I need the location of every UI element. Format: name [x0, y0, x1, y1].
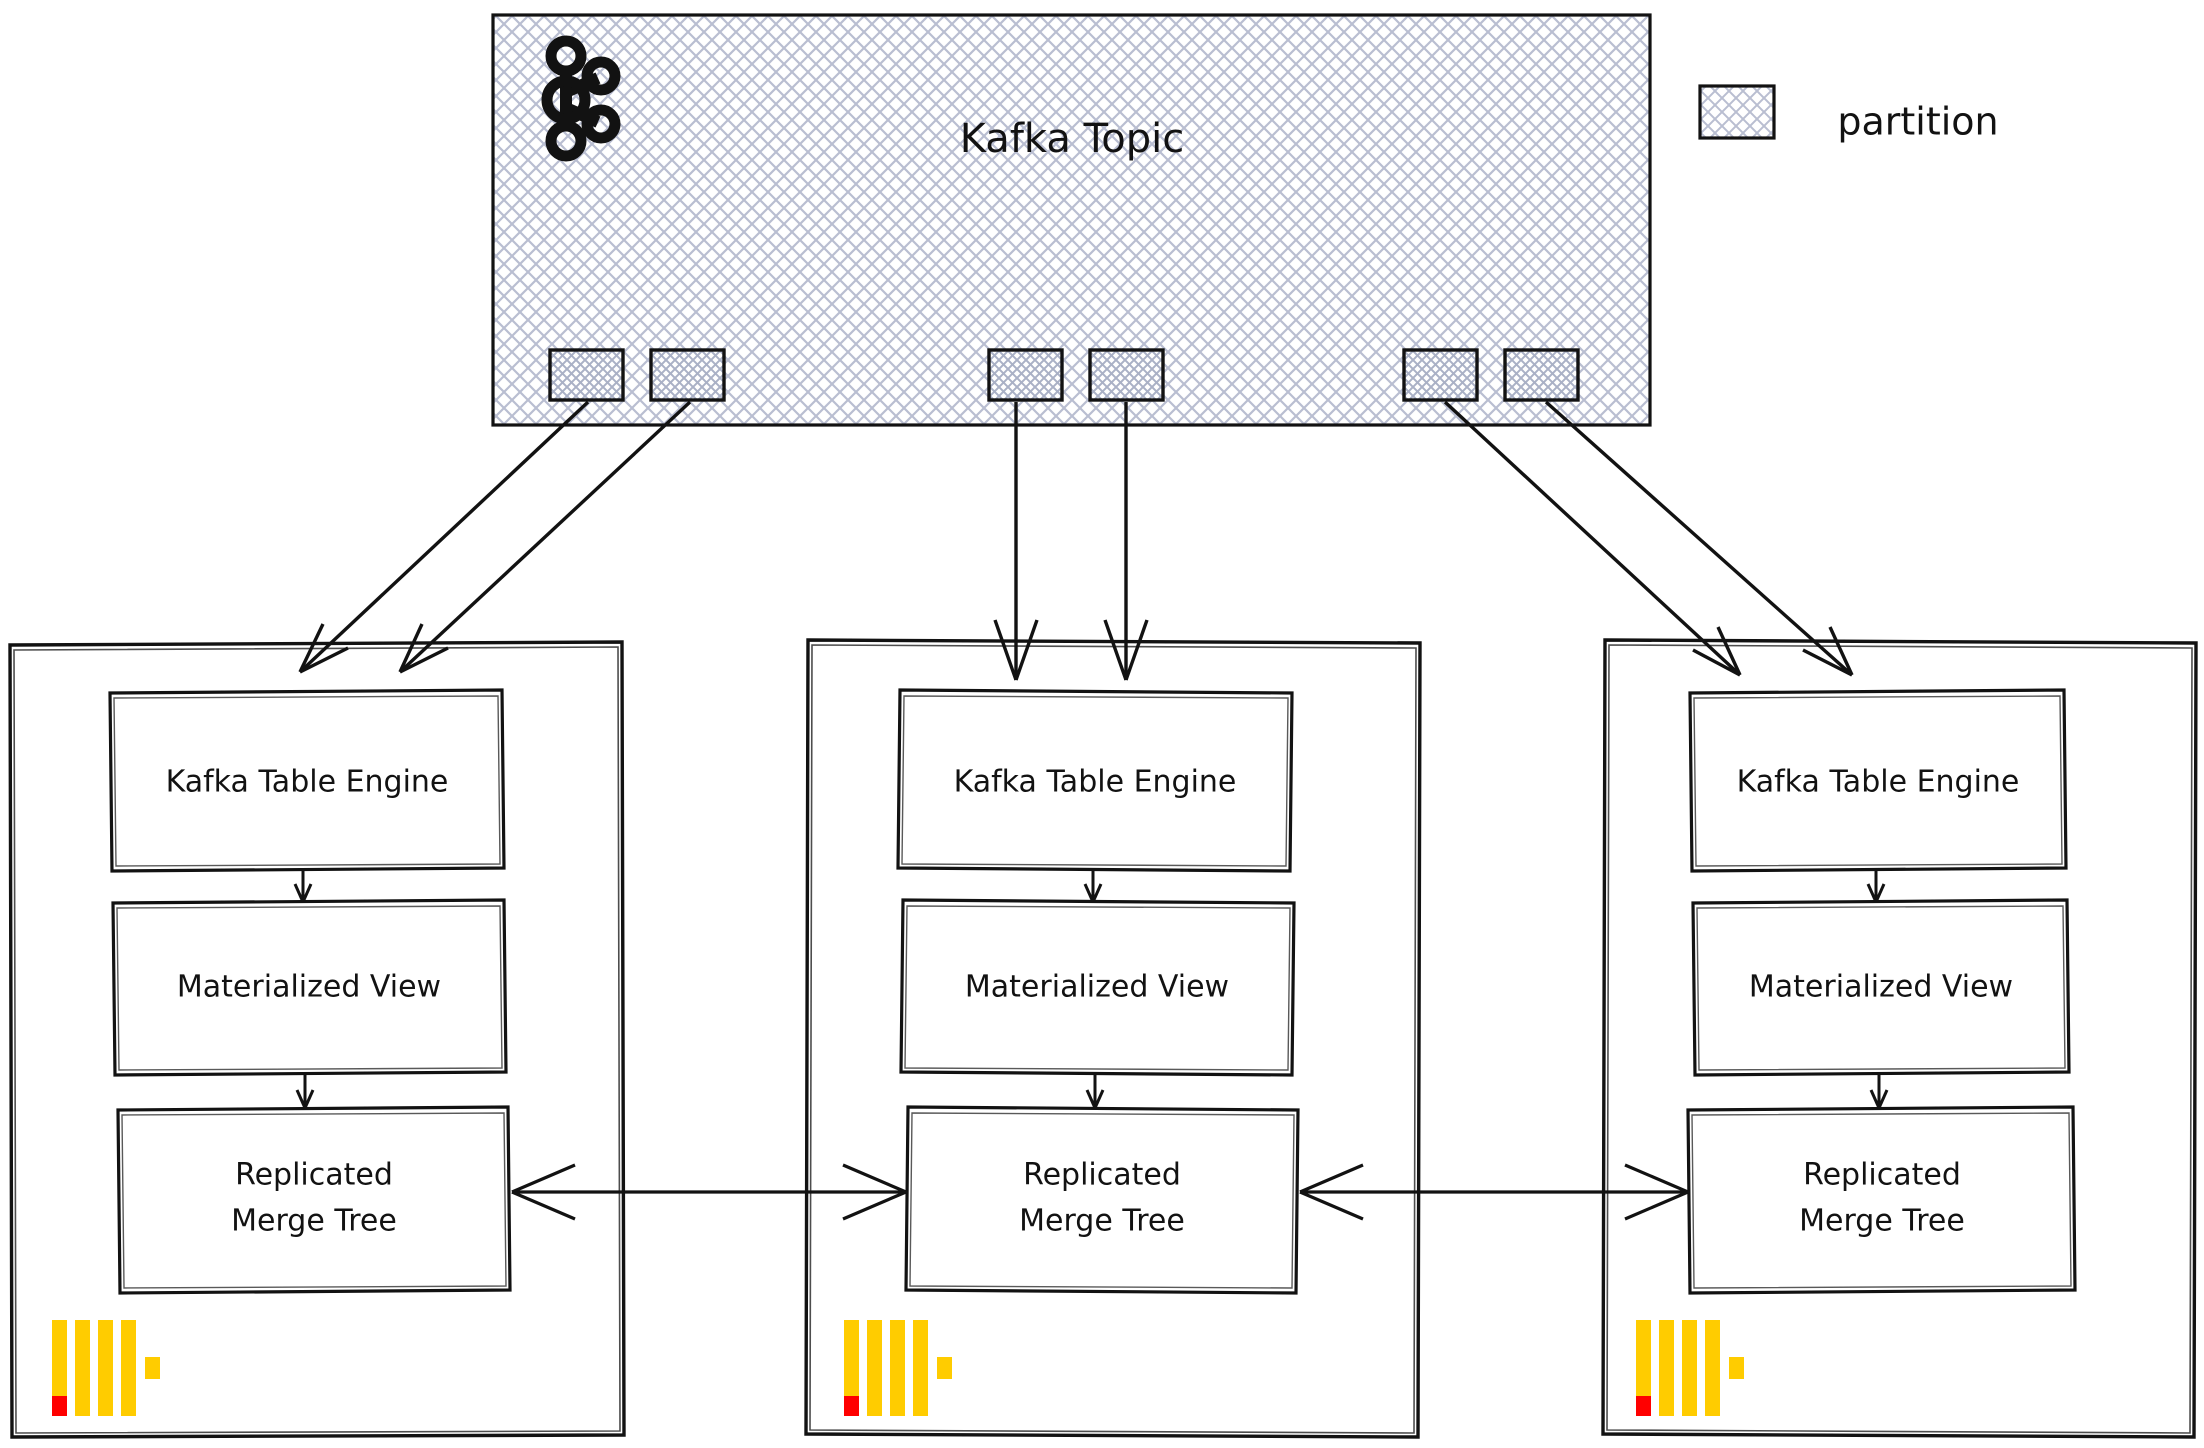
cluster-3-border [1601, 638, 2198, 1439]
partition-chip-1[interactable] [548, 348, 625, 402]
cluster-3-replicated-merge-tree[interactable]: Replicated Merge Tree [1686, 1105, 2077, 1295]
cluster-2-materialized-view-label: Materialized View [965, 970, 1229, 1005]
cluster-3-arrow-mv-rmt [1869, 1075, 1889, 1109]
cluster-2-border [804, 638, 1422, 1439]
partition-chip-4[interactable] [1088, 348, 1165, 402]
cluster-3-kafka-table-engine-label: Kafka Table Engine [1737, 765, 2020, 800]
cluster-3-arrow-kte-mv [1866, 871, 1886, 903]
cluster-3-clickhouse-logo [1636, 1320, 1744, 1416]
arrow-partition6-to-cluster3 [1544, 400, 1854, 677]
cluster-2-rmt-label-line2: Merge Tree [1019, 1204, 1185, 1239]
cluster-2-materialized-view[interactable]: Materialized View [899, 898, 1296, 1077]
cluster-2-kafka-table-engine-label: Kafka Table Engine [954, 765, 1237, 800]
cluster-1-arrow-mv-rmt [295, 1075, 315, 1109]
cluster-2-clickhouse-logo [844, 1320, 952, 1416]
cluster-1-rmt-label-line1: Replicated [235, 1158, 393, 1193]
cluster-2[interactable]: Kafka Table Engine Materialized View [804, 638, 1422, 1439]
partition-chip-5[interactable] [1402, 348, 1479, 402]
arrow-partition5-to-cluster3 [1443, 400, 1742, 677]
cluster-1-kafka-table-engine-label: Kafka Table Engine [166, 765, 449, 800]
cluster-1-border [8, 640, 626, 1439]
cluster-3-rmt-label-line2: Merge Tree [1799, 1204, 1965, 1239]
cluster-1-clickhouse-logo [52, 1320, 160, 1416]
cluster-1-materialized-view-label: Materialized View [177, 970, 441, 1005]
cluster-2-arrow-mv-rmt [1085, 1075, 1105, 1109]
arrow-partition4-to-cluster2 [1103, 402, 1149, 681]
cluster-2-arrow-kte-mv [1083, 871, 1103, 903]
kafka-logo [541, 35, 621, 162]
kafka-topic-label: Kafka Topic [960, 116, 1184, 162]
cluster-3-materialized-view-label: Materialized View [1749, 970, 2013, 1005]
cluster-3[interactable]: Kafka Table Engine Materialized View [1601, 638, 2198, 1439]
cluster-3-kafka-table-engine[interactable]: Kafka Table Engine [1688, 688, 2068, 873]
cluster-3-materialized-view[interactable]: Materialized View [1691, 898, 2071, 1077]
cluster-2-kafka-table-engine[interactable]: Kafka Table Engine [896, 688, 1294, 873]
cluster-1-kafka-table-engine[interactable]: Kafka Table Engine [108, 688, 506, 873]
legend-label: partition [1837, 100, 1998, 144]
partition-chip-2[interactable] [649, 348, 726, 402]
cluster-1-arrow-kte-mv [293, 871, 313, 903]
partition-swatch [1698, 84, 1776, 140]
replication-link-cluster2-cluster3 [1299, 1163, 1689, 1221]
cluster-1-materialized-view[interactable]: Materialized View [111, 898, 508, 1077]
cluster-2-replicated-merge-tree[interactable]: Replicated Merge Tree [904, 1105, 1300, 1295]
cluster-1-rmt-label-line2: Merge Tree [231, 1204, 397, 1239]
replication-link-cluster1-cluster2 [511, 1163, 907, 1221]
cluster-1-replicated-merge-tree[interactable]: Replicated Merge Tree [116, 1105, 512, 1295]
cluster-1[interactable]: Kafka Table Engine Materialized View [8, 640, 626, 1439]
partition-chip-3[interactable] [987, 348, 1064, 402]
cluster-2-rmt-label-line1: Replicated [1023, 1158, 1181, 1193]
arrow-partition3-to-cluster2 [993, 402, 1039, 681]
cluster-3-rmt-label-line1: Replicated [1803, 1158, 1961, 1193]
partition-chip-6[interactable] [1503, 348, 1580, 402]
legend: partition [1698, 84, 1999, 144]
